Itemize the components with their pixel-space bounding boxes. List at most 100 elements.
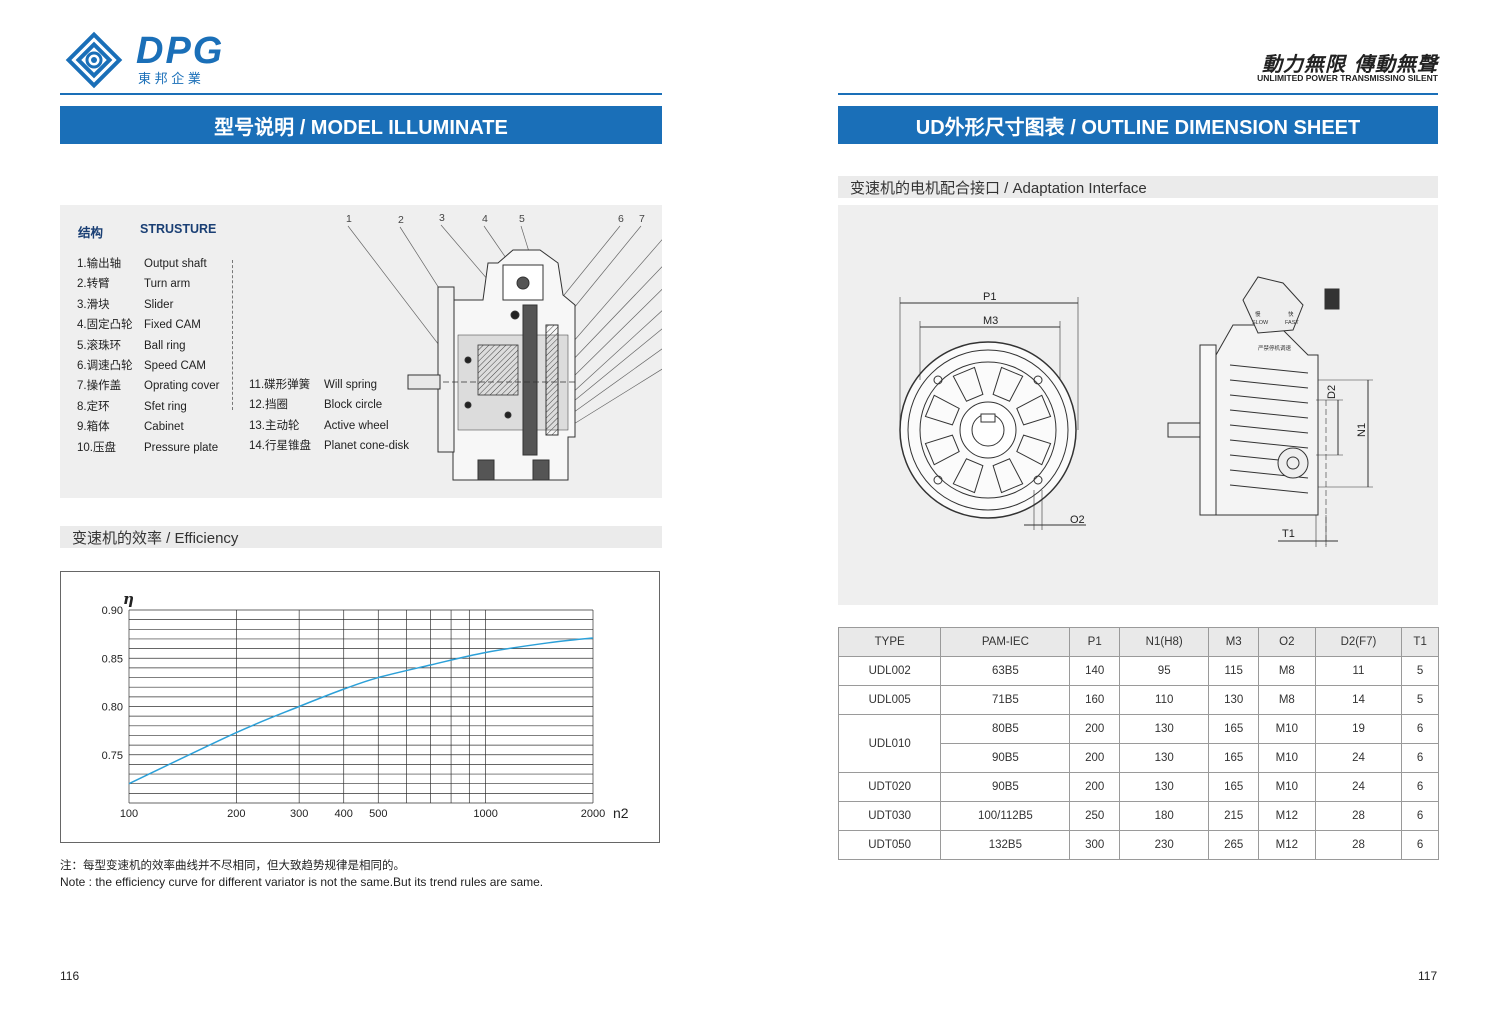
dimension-drawing: P1 M3 O2 T1 D2 N1 SLOW FAST 慢 快 严禁停机调速 xyxy=(899,276,1373,547)
efficiency-note-cn: 注：每型变速机的效率曲线并不尽相同，但大致趋势规律是相同的。 xyxy=(60,860,405,872)
table-cell-m3: 165 xyxy=(1208,714,1259,744)
callout-leader-line xyxy=(562,328,662,411)
table-cell-m3: 265 xyxy=(1208,830,1259,860)
table-cell-type: UDT050 xyxy=(837,830,942,860)
structure-item-en: Will spring xyxy=(324,379,378,391)
callout-number: 5 xyxy=(519,213,525,225)
x-tick-label: 200 xyxy=(227,808,245,820)
table-cell-type: UDL010 xyxy=(837,714,942,773)
structure-item-cn: 12.挡圈 xyxy=(249,399,288,412)
structure-heading-en: STRUSTURE xyxy=(140,222,217,236)
x-tick-label: 300 xyxy=(290,808,308,820)
table-cell-o2: M8 xyxy=(1257,656,1316,686)
table-cell-p1: 160 xyxy=(1069,685,1120,715)
callout-number: 2 xyxy=(398,214,404,226)
page-number-right: 117 xyxy=(1418,969,1438,983)
callout-leader-line xyxy=(569,310,662,396)
structure-item-cn: 6.调速凸轮 xyxy=(77,359,133,372)
efficiency-subheading: 变速机的效率 / Efficiency xyxy=(60,526,662,548)
dim-label-o2: O2 xyxy=(1070,514,1085,526)
table-cell-type: UDL002 xyxy=(837,656,942,686)
flange-rib xyxy=(924,434,960,466)
structure-heading-cn: 结构 xyxy=(78,226,104,240)
structure-item-en: Turn arm xyxy=(144,278,191,291)
table-header-cell: M3 xyxy=(1208,627,1259,657)
table-cell-t1: 6 xyxy=(1401,830,1439,860)
table-cell-n1: 230 xyxy=(1118,830,1210,860)
side-fin xyxy=(1229,439,1309,449)
table-cell-n1: 180 xyxy=(1118,801,1210,831)
table-cell-p1: 200 xyxy=(1069,714,1120,744)
side-fin xyxy=(1229,424,1309,434)
structure-item-en: Oprating cover xyxy=(144,380,220,393)
callout-leader-line xyxy=(567,266,662,366)
y-axis-label: η xyxy=(123,590,134,608)
knob-label-slow-cn: 慢 xyxy=(1255,310,1261,318)
structure-item-en: Pressure plate xyxy=(144,441,219,454)
table-cell-o2: M10 xyxy=(1257,772,1316,802)
table-cell-n1: 110 xyxy=(1118,685,1210,715)
table-cell-d2: 19 xyxy=(1314,714,1403,744)
left-header-rule xyxy=(60,93,662,95)
structure-divider xyxy=(232,260,233,410)
table-header-cell: T1 xyxy=(1401,627,1439,657)
callout-leader-line xyxy=(555,348,662,426)
brand-logo: DPG 東 邦 企 業 xyxy=(62,28,252,90)
page-number-left: 116 xyxy=(60,969,80,983)
structure-item-cn: 3.滑块 xyxy=(77,298,110,311)
table-header-cell: TYPE xyxy=(837,627,942,657)
callout-number: 7 xyxy=(639,213,645,225)
knob-label-slow: SLOW xyxy=(1252,320,1269,326)
x-tick-label: 100 xyxy=(120,808,138,820)
flange-rib xyxy=(924,394,960,426)
knob-label-fast: FAST xyxy=(1285,320,1299,326)
table-cell-pam: 63B5 xyxy=(940,656,1071,686)
table-header-cell: O2 xyxy=(1257,627,1316,657)
side-fin xyxy=(1229,379,1309,389)
structure-item-cn: 7.操作盖 xyxy=(77,380,122,393)
table-cell-p1: 200 xyxy=(1069,772,1120,802)
knob-warning-sign: 严禁停机调速 xyxy=(1258,344,1292,352)
table-cell-type: UDT020 xyxy=(837,772,942,802)
y-tick-label: 0.75 xyxy=(102,750,123,762)
dim-label-p1: P1 xyxy=(983,291,996,303)
table-cell-d2: 28 xyxy=(1314,801,1403,831)
side-fin xyxy=(1229,394,1309,404)
structure-item-cn: 5.滚珠环 xyxy=(77,339,122,352)
table-cell-m3: 165 xyxy=(1208,772,1259,802)
table-header-cell: N1(H8) xyxy=(1118,627,1210,657)
side-fin xyxy=(1229,364,1309,374)
left-section-band: 型号说明 / MODEL ILLUMINATE xyxy=(60,106,662,144)
logo-wordmark: DPG xyxy=(136,30,225,72)
table-cell-p1: 140 xyxy=(1069,656,1120,686)
y-tick-label: 0.85 xyxy=(102,653,123,665)
table-header-cell: D2(F7) xyxy=(1314,627,1403,657)
table-cell-p1: 250 xyxy=(1069,801,1120,831)
table-cell-t1: 6 xyxy=(1401,801,1439,831)
knob-label-fast-cn: 快 xyxy=(1288,310,1294,318)
table-cell-o2: M10 xyxy=(1257,714,1316,744)
structure-item-cn: 8.定环 xyxy=(77,400,110,413)
table-cell-m3: 215 xyxy=(1208,801,1259,831)
x-tick-label: 500 xyxy=(369,808,387,820)
structure-item-en: Active wheel xyxy=(324,419,389,432)
structure-item-en: Speed CAM xyxy=(144,359,207,372)
flange-rib xyxy=(952,366,984,402)
